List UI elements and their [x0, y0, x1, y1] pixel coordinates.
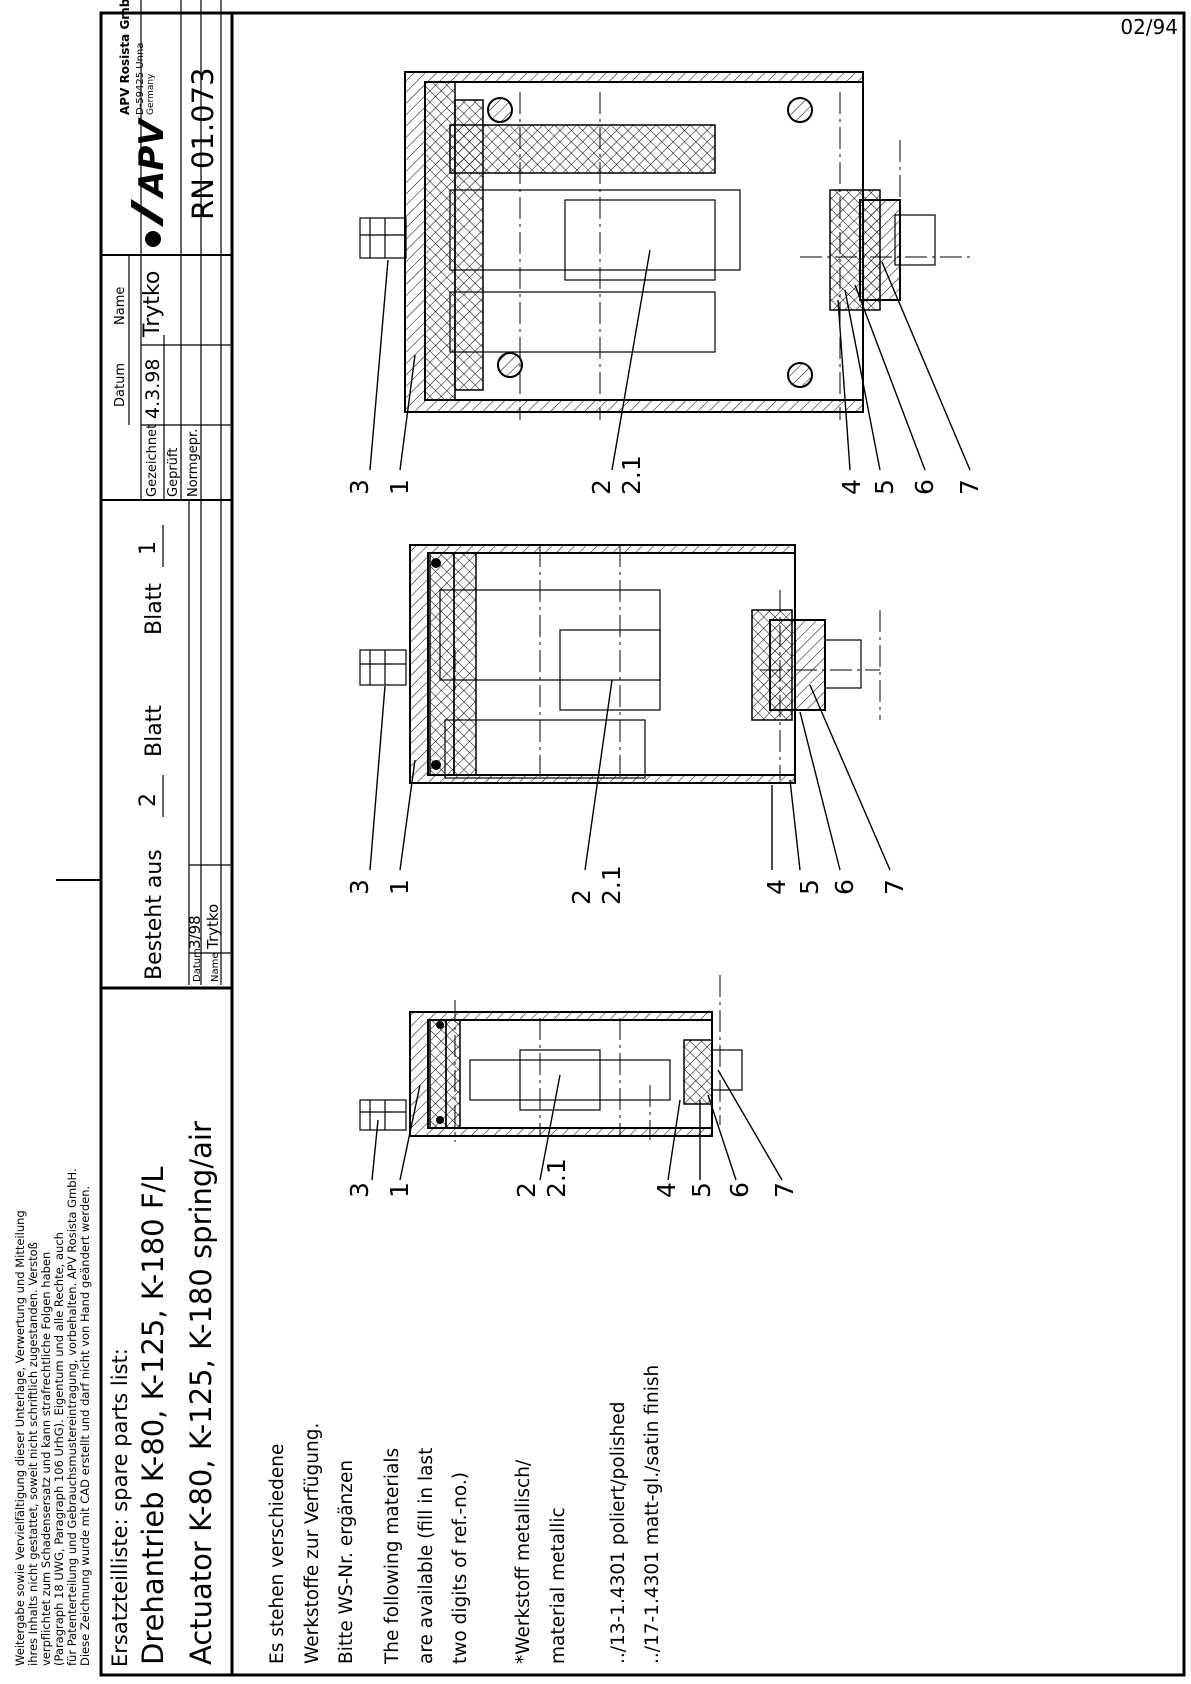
- revision-name: Trytko: [204, 904, 222, 950]
- sheet-total: 2: [136, 793, 161, 807]
- part-label: 7: [880, 879, 909, 895]
- part-label: 4: [837, 479, 866, 495]
- note-line: material metallic: [548, 1507, 569, 1664]
- part-label: 1: [385, 479, 414, 495]
- material-notes: Es stehen verschiedene Werkstoffe zur Ve…: [267, 1365, 663, 1665]
- part-label: 6: [910, 479, 939, 495]
- legal-notice-line: Diese Zeichnung wurde mit CAD erstellt u…: [78, 1186, 92, 1666]
- part-labels-k80: 3 1 2 2.1 4 5 6 7: [345, 1158, 799, 1198]
- note-line: are available (fill in last: [416, 1448, 437, 1664]
- part-labels-k180: 3 1 2 2.1 4 5 6 7: [345, 455, 984, 495]
- datum-label: Datum: [192, 948, 203, 982]
- drawing-number: RN 01.073: [186, 67, 220, 220]
- company-name: APV Rosista GmbH: [118, 0, 132, 115]
- part-label: 2: [512, 1182, 541, 1198]
- part-labels-k125: 3 1 2 2.1 4 5 6 7: [345, 865, 909, 905]
- title-en: Actuator K-80, K-125, K-180 spring/air: [184, 1121, 218, 1665]
- normgepr-label: Normgepr.: [186, 429, 201, 497]
- drawn-name: Trytko: [140, 271, 165, 338]
- part-label: 5: [870, 479, 899, 495]
- company-city: D-59425 Unna: [135, 43, 146, 115]
- apv-logo-mark: [131, 199, 163, 227]
- company-country: Germany: [146, 73, 156, 115]
- logo-text: APV: [132, 117, 172, 200]
- note-line: Werkstoffe zur Verfügung.: [302, 1423, 323, 1664]
- list-title: Ersatzteilliste: spare parts list:: [108, 1348, 132, 1667]
- drawn-date: 4.3.98: [142, 359, 164, 419]
- datum-header: Datum: [113, 363, 128, 407]
- legal-notice-line: (Paragraph 18 UWG, Paragraph 106 UrhG). …: [52, 1232, 66, 1666]
- section-view-k125: [359, 544, 881, 784]
- company-block: APV APV Rosista GmbH D-59425 Unna German…: [118, 0, 220, 247]
- part-label: 2: [567, 889, 596, 905]
- part-label: 3: [345, 879, 374, 895]
- revision-label: 02/94: [1120, 15, 1178, 39]
- part-label: 5: [795, 879, 824, 895]
- part-label: 4: [652, 1182, 681, 1198]
- part-label: 5: [687, 1182, 716, 1198]
- section-view-k80: [359, 975, 743, 1142]
- title-de: Drehantrieb K-80, K-125, K-180 F/L: [136, 1167, 170, 1665]
- part-label: 6: [725, 1182, 754, 1198]
- note-line: The following materials: [382, 1448, 403, 1665]
- title-block: Ersatzteilliste: spare parts list: Dreha…: [101, 0, 232, 1667]
- geprueft-label: Geprüft: [166, 448, 181, 497]
- part-label: 2.1: [542, 1158, 571, 1198]
- part-label: 1: [385, 1182, 414, 1198]
- revision-table: Datum Name 3/98 Trytko: [101, 0, 232, 985]
- part-label: 3: [345, 1182, 374, 1198]
- gezeichnet-label: Gezeichnet: [145, 424, 160, 497]
- name-header: Name: [113, 287, 128, 325]
- part-label: 3: [345, 479, 374, 495]
- part-label: 2.1: [617, 455, 646, 495]
- revision-date: 3/98: [186, 915, 204, 949]
- blatt-label: Blatt: [142, 583, 167, 635]
- sheet-number: 1: [136, 541, 161, 555]
- section-view-k180: [359, 71, 970, 420]
- part-label: 2: [587, 479, 616, 495]
- part-label: 4: [762, 879, 791, 895]
- legal-notice-line: verpflichtet zum Schadensersatz und kann…: [39, 1252, 53, 1666]
- note-line: two digits of ref.-no.): [450, 1472, 471, 1664]
- part-label: 2.1: [597, 865, 626, 905]
- note-line: Es stehen verschiedene: [267, 1444, 288, 1664]
- approval-table: Datum Name Gezeichnet Geprüft Normgepr. …: [101, 0, 232, 500]
- apv-logo-icon: [145, 231, 161, 247]
- legal-notice-line: ihres Inhalts nicht gestattet, soweit ni…: [26, 1242, 40, 1666]
- part-label: 6: [830, 879, 859, 895]
- note-line: *Werkstoff metallisch/: [513, 1459, 534, 1664]
- sheet-frame: [56, 11, 1186, 1677]
- leader-lines: [369, 249, 971, 1181]
- part-label: 7: [770, 1182, 799, 1198]
- legal-notice-line: Weitergabe sowie Vervielfältigung dieser…: [13, 1210, 27, 1666]
- blatt-label: Blatt: [142, 705, 167, 757]
- part-label: 7: [955, 479, 984, 495]
- name-label: Name: [210, 952, 221, 982]
- part-label: 1: [385, 879, 414, 895]
- legal-notice-line: für Patenterteilung und Gebrauchsmustere…: [65, 1168, 79, 1666]
- note-line: ../17-1.4301 matt-gl./satin finish: [642, 1365, 663, 1664]
- note-line: Bitte WS-Nr. ergänzen: [336, 1460, 357, 1664]
- consists-of-label: Besteht aus: [142, 849, 167, 980]
- note-line: ../13-1.4301 poliert/polished: [608, 1402, 629, 1664]
- legal-notice: Weitergabe sowie Vervielfältigung dieser…: [13, 1168, 92, 1666]
